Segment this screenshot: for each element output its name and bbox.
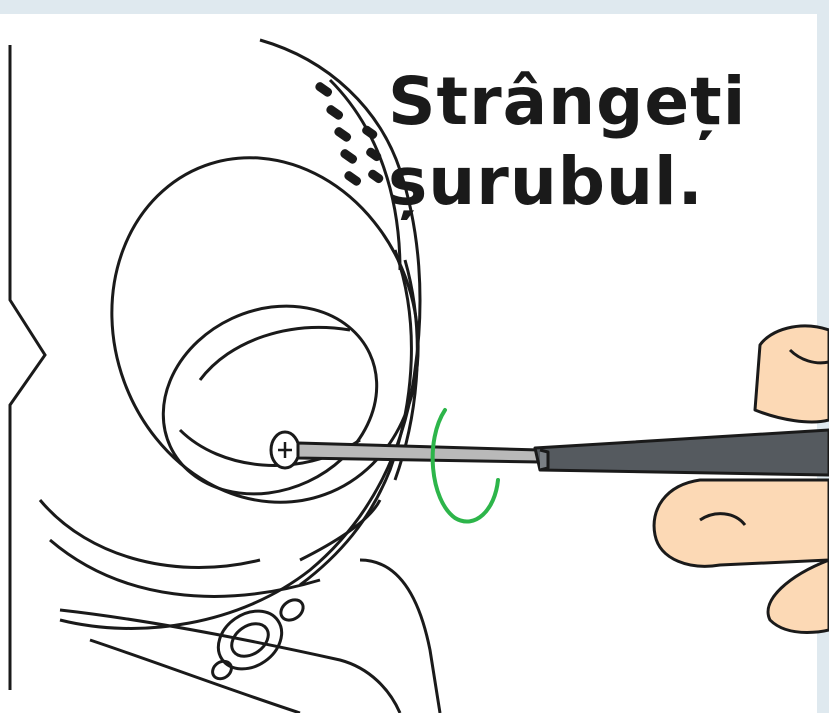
- vent-slots: [314, 81, 385, 188]
- instruction-caption: Strângeți șurubul.: [388, 62, 768, 222]
- screwdriver-icon: [298, 430, 829, 475]
- caption-line-2: șurubul.: [388, 142, 768, 222]
- screw-icon: [271, 432, 299, 468]
- caption-line-1: Strângeți: [388, 62, 768, 142]
- hand-icon: [654, 326, 829, 633]
- rotation-arrow-icon: [433, 410, 498, 522]
- camera-base: [40, 500, 440, 713]
- connector-port: [207, 596, 307, 683]
- mount-bracket-line: [10, 45, 45, 690]
